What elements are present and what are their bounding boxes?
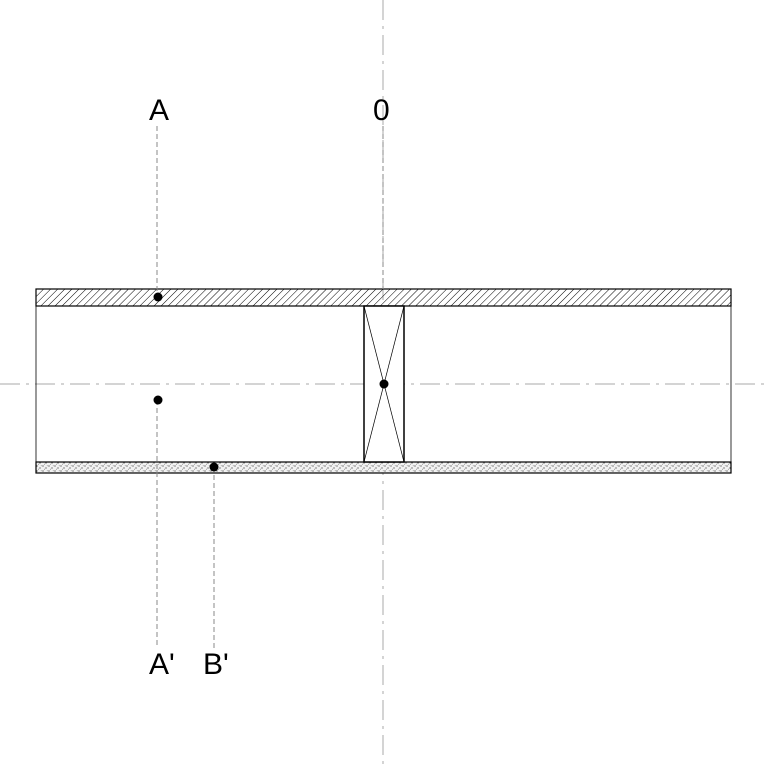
label-a: A (149, 94, 170, 127)
top-wall-hatched (35, 288, 732, 307)
label-b-prime: B' (203, 648, 229, 681)
point-a-prime (153, 395, 163, 405)
bottom-wall-stippled (35, 461, 732, 474)
point-a (153, 292, 163, 302)
label-a-prime: A' (149, 648, 175, 681)
point-b-prime (209, 462, 219, 472)
point-origin (379, 379, 389, 389)
label-origin: 0 (373, 94, 390, 127)
